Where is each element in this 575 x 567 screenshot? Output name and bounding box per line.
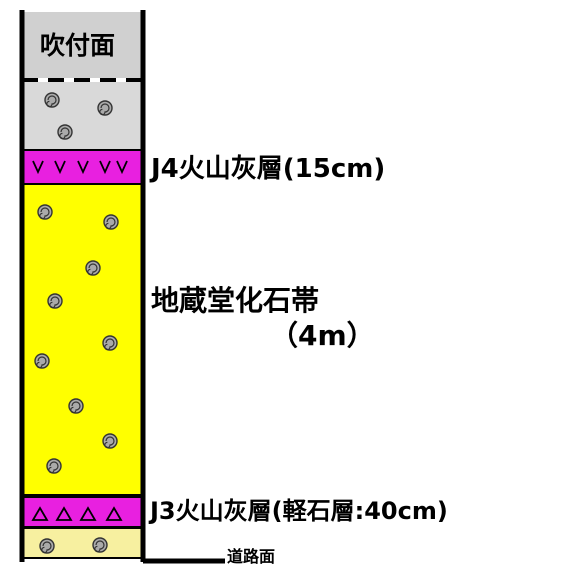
fossil-icon xyxy=(103,214,119,230)
triangle-mark xyxy=(31,506,49,521)
surface-layer xyxy=(22,12,143,78)
fossil-zone-thickness-label: （4m） xyxy=(270,319,375,352)
fossil-icon xyxy=(34,353,50,369)
fossil-zone-name-label: 地蔵堂化石帯 xyxy=(151,284,320,317)
j4-v-marks xyxy=(32,160,128,175)
fossil-icon xyxy=(92,537,108,553)
fossil-icon xyxy=(85,260,101,276)
fossil-icon xyxy=(97,100,113,116)
fossil-icon xyxy=(102,335,118,351)
surface-label: 吹付面 xyxy=(40,31,116,60)
triangle-mark xyxy=(105,506,123,521)
j3-triangle-marks xyxy=(31,506,123,521)
j3-ash-label: J3火山灰層(軽石層:40cm) xyxy=(150,497,448,525)
fossil-icon xyxy=(46,458,62,474)
triangle-mark xyxy=(79,506,97,521)
j4-ash-label: J4火山灰層(15cm) xyxy=(151,154,386,184)
fossil-icon xyxy=(57,124,73,140)
v-mark xyxy=(99,160,111,175)
fossil-icon xyxy=(47,293,63,309)
road-surface-label: 道路面 xyxy=(227,547,276,566)
fossil-icon xyxy=(44,92,60,108)
j3-ash-layer xyxy=(21,496,144,528)
v-mark xyxy=(77,160,89,175)
fossil-icon xyxy=(102,433,118,449)
triangle-mark xyxy=(55,506,73,521)
v-mark xyxy=(32,160,44,175)
fossil-icon xyxy=(37,204,53,220)
upper-gray-fossil-layer xyxy=(22,82,143,150)
v-mark xyxy=(54,160,66,175)
v-mark xyxy=(116,160,128,175)
fossil-icon xyxy=(68,398,84,414)
fossil-icon xyxy=(39,538,55,554)
jizodo-fossil-zone-layer xyxy=(21,183,144,496)
